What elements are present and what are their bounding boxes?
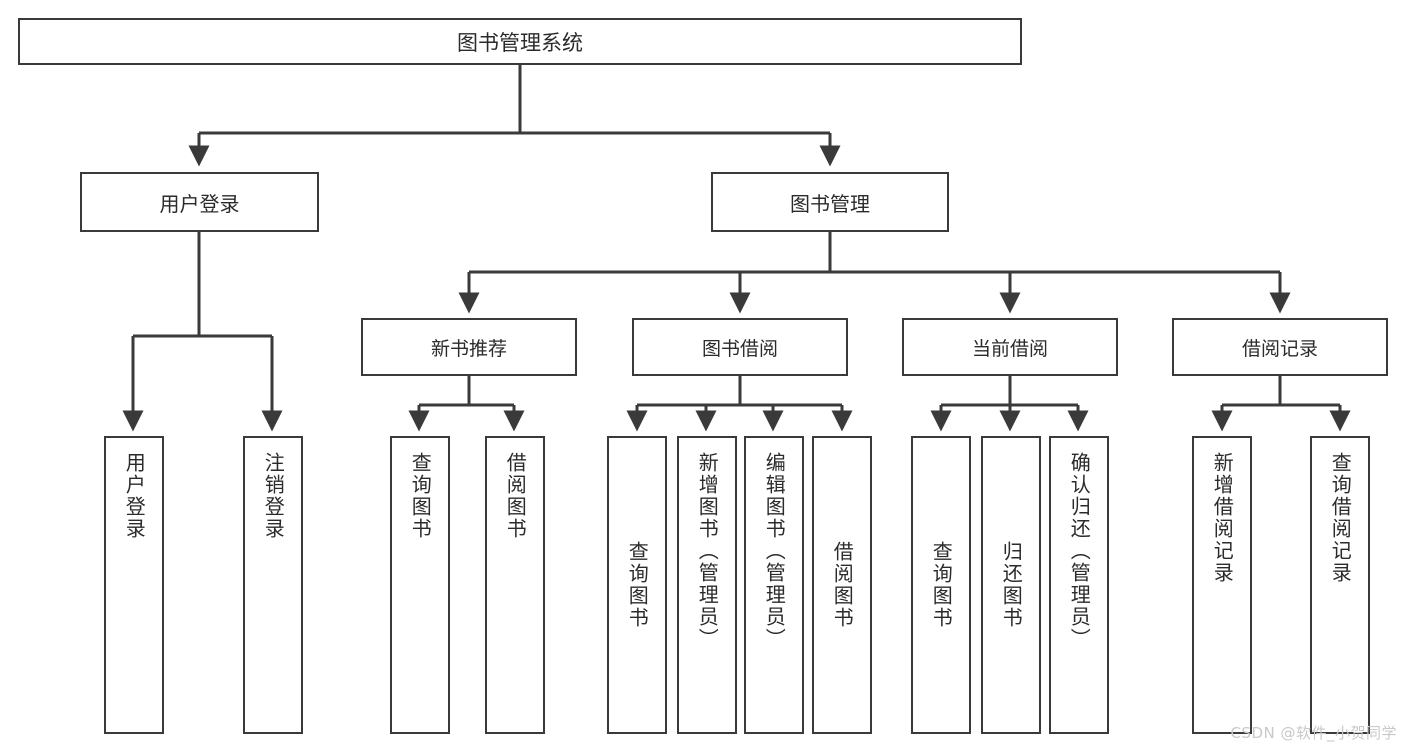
leaf-label: 新增借阅记录 — [1210, 452, 1235, 584]
watermark: CSDN @软件_小贺同学 — [1230, 724, 1397, 742]
leaf-add-borrow-record[interactable]: 新增借阅记录 — [1192, 436, 1252, 734]
node-book-borrow[interactable]: 图书借阅 — [632, 318, 848, 376]
node-book-management[interactable]: 图书管理 — [711, 172, 949, 232]
leaf-query-borrow-record[interactable]: 查询借阅记录 — [1310, 436, 1370, 734]
leaf-query-book-borrow[interactable]: 查询图书 — [607, 436, 667, 734]
leaf-label: 用户登录 — [122, 452, 147, 540]
leaf-label: 归还图书 — [999, 541, 1024, 629]
leaf-borrow-book[interactable]: 借阅图书 — [812, 436, 872, 734]
leaf-return-book[interactable]: 归还图书 — [981, 436, 1041, 734]
leaf-label: 查询图书 — [929, 541, 954, 629]
node-current-borrow[interactable]: 当前借阅 — [902, 318, 1118, 376]
node-label: 新书推荐 — [430, 337, 507, 360]
leaf-label: 借阅图书 — [830, 541, 855, 629]
node-user-login[interactable]: 用户登录 — [80, 172, 319, 232]
leaf-label: 查询借阅记录 — [1328, 452, 1353, 584]
node-root-system[interactable]: 图书管理系统 — [18, 18, 1022, 65]
leaf-add-book-admin[interactable]: 新增图书（管理员） — [677, 436, 737, 734]
node-label: 图书管理系统 — [457, 30, 583, 55]
leaf-edit-book-admin[interactable]: 编辑图书（管理员） — [744, 436, 804, 734]
node-label: 借阅记录 — [1241, 337, 1318, 360]
node-label: 用户登录 — [159, 191, 240, 216]
leaf-label: 查询图书 — [408, 452, 433, 540]
leaf-label: 注销登录 — [261, 452, 286, 540]
node-new-book-recommend[interactable]: 新书推荐 — [361, 318, 577, 376]
leaf-borrow-book-recommend[interactable]: 借阅图书 — [485, 436, 545, 734]
leaf-confirm-return-admin[interactable]: 确认归还（管理员） — [1049, 436, 1109, 734]
node-label: 当前借阅 — [971, 337, 1048, 360]
node-borrow-record[interactable]: 借阅记录 — [1172, 318, 1388, 376]
node-label: 图书管理 — [790, 191, 870, 216]
leaf-user-login[interactable]: 用户登录 — [104, 436, 164, 734]
leaf-query-book-current[interactable]: 查询图书 — [911, 436, 971, 734]
leaf-query-book-recommend[interactable]: 查询图书 — [390, 436, 450, 734]
node-label: 图书借阅 — [701, 337, 778, 360]
leaf-label: 确认归还（管理员） — [1067, 452, 1092, 650]
leaf-label: 查询图书 — [625, 541, 650, 629]
leaf-label: 借阅图书 — [503, 452, 528, 540]
leaf-logout[interactable]: 注销登录 — [243, 436, 303, 734]
leaf-label: 编辑图书（管理员） — [762, 452, 787, 650]
leaf-label: 新增图书（管理员） — [695, 452, 720, 650]
